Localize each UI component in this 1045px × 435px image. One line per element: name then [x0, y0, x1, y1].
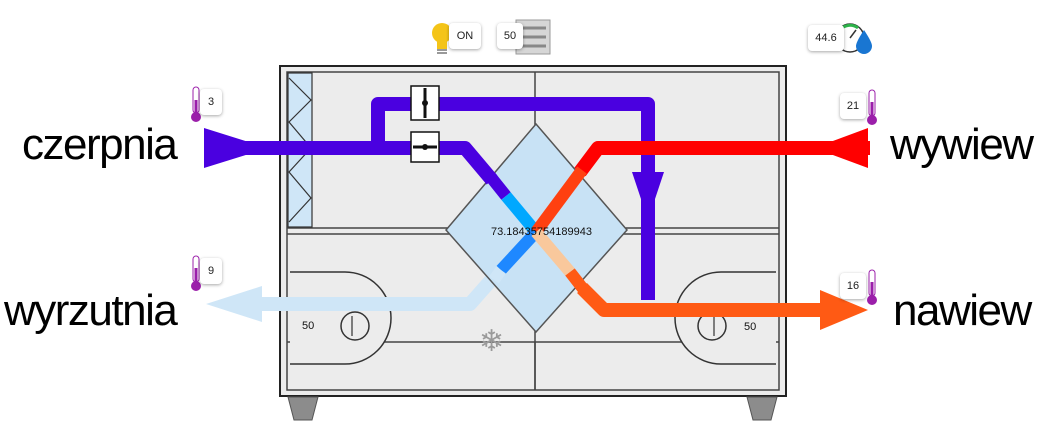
intake-air-flow [204, 97, 664, 300]
snowflake-icon: ❄ [479, 325, 505, 358]
thermometer-icon-supply [867, 269, 877, 305]
thermometer-icon-intake [191, 86, 201, 122]
exhaust-label: wyrzutnia [4, 286, 178, 335]
lightbulb-icon[interactable] [432, 23, 452, 54]
supply-fan-value: 50 [744, 321, 757, 333]
exchanger-efficiency: 73.18435754189943 [491, 226, 592, 238]
intake-temp-badge: 3 [200, 89, 222, 115]
supply-air-flow [577, 283, 868, 330]
damper-value-badge[interactable]: 50 [497, 23, 523, 49]
thermometer-icon-extract [867, 89, 877, 125]
exhaust-temp-badge: 9 [200, 258, 222, 284]
supply-label: nawiew [893, 286, 1032, 335]
extract-label: wywiew [890, 120, 1034, 169]
humidity-value-badge: 44.6 [808, 25, 844, 51]
thermometer-icon-exhaust [191, 255, 201, 291]
light-state-badge[interactable]: ON [449, 23, 481, 49]
supply-fan [674, 271, 776, 365]
exhaust-air-flow [206, 265, 506, 322]
intake-damper-icon[interactable] [410, 131, 440, 163]
supply-temp-badge: 16 [840, 273, 866, 299]
exhaust-fan-value: 50 [302, 320, 315, 332]
extract-air-flow [574, 128, 870, 177]
exchanger-flows [485, 166, 589, 294]
intake-label: czerpnia [22, 120, 178, 169]
bypass-damper-icon[interactable] [410, 85, 440, 121]
exhaust-fan [290, 271, 392, 365]
extract-temp-badge: 21 [840, 93, 866, 119]
